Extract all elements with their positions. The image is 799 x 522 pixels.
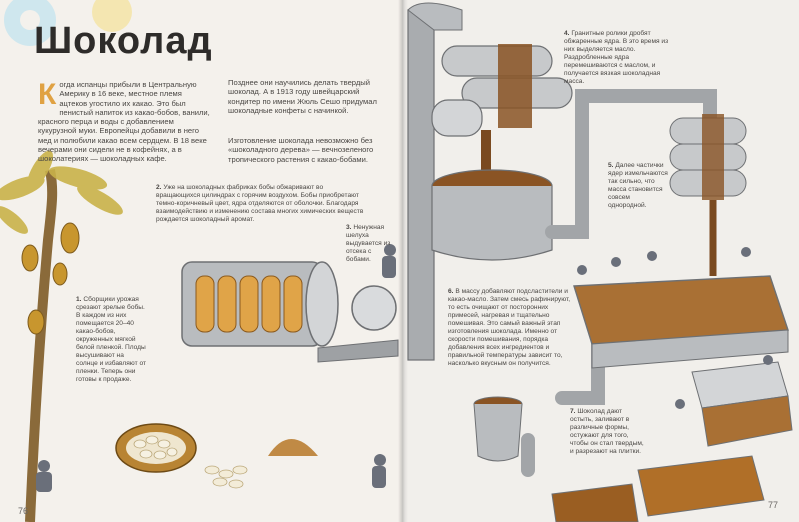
chocolate-moulds <box>551 361 793 522</box>
drop-cap: К <box>38 78 57 111</box>
worker-figures <box>36 244 396 492</box>
step-4-caption: 4. Гранитные ролики дробят обжаренные яд… <box>564 30 669 86</box>
step-1-caption: 1. Сборщики урожая срезают зрелые бобы. … <box>76 296 146 384</box>
open-cocoa-pod <box>115 423 197 473</box>
cocoa-tree-trunk <box>25 169 58 522</box>
gear-decoration-icon <box>92 0 132 32</box>
worker-figures <box>577 247 773 409</box>
right-page: 4. Гранитные ролики дробят обжаренные яд… <box>402 0 799 522</box>
page-number-right: 77 <box>768 500 779 510</box>
mixing-tank <box>431 169 553 261</box>
dried-bean-pile <box>268 439 318 456</box>
granite-rollers <box>431 44 573 137</box>
bucket-elevator <box>407 2 463 361</box>
right-illustration <box>407 2 793 522</box>
tempering-vessel <box>473 396 523 462</box>
cocoa-tree-leaves <box>0 150 123 234</box>
origin-paragraph: Изготовление шоколада невозможно без «шо… <box>228 136 374 164</box>
roasting-drum <box>181 261 399 363</box>
step-3-caption: 3. Ненужная шелуха выдувается из отсека … <box>346 224 391 264</box>
white-beans <box>204 465 248 489</box>
step-5-caption: 5. Далее частички ядер измельчаются так … <box>608 162 668 210</box>
cocoa-pods <box>21 222 80 335</box>
step-2-caption: 2. Уже на шоколадных фабриках бобы обжар… <box>156 184 364 224</box>
history-paragraph: Позднее они научились делать твердый шок… <box>228 78 377 115</box>
conching-tray <box>573 275 789 369</box>
refining-rollers <box>669 114 747 276</box>
blower-fan-icon <box>351 285 397 331</box>
step-6-caption: 6. В массу добавляют подсластители и как… <box>448 288 571 368</box>
page-title: Шоколад <box>34 20 213 62</box>
left-illustration <box>0 0 399 522</box>
page-number-left: 76 <box>18 506 29 516</box>
step-7-caption: 7. Шоколад дают остыть, заливают в разли… <box>570 408 644 456</box>
